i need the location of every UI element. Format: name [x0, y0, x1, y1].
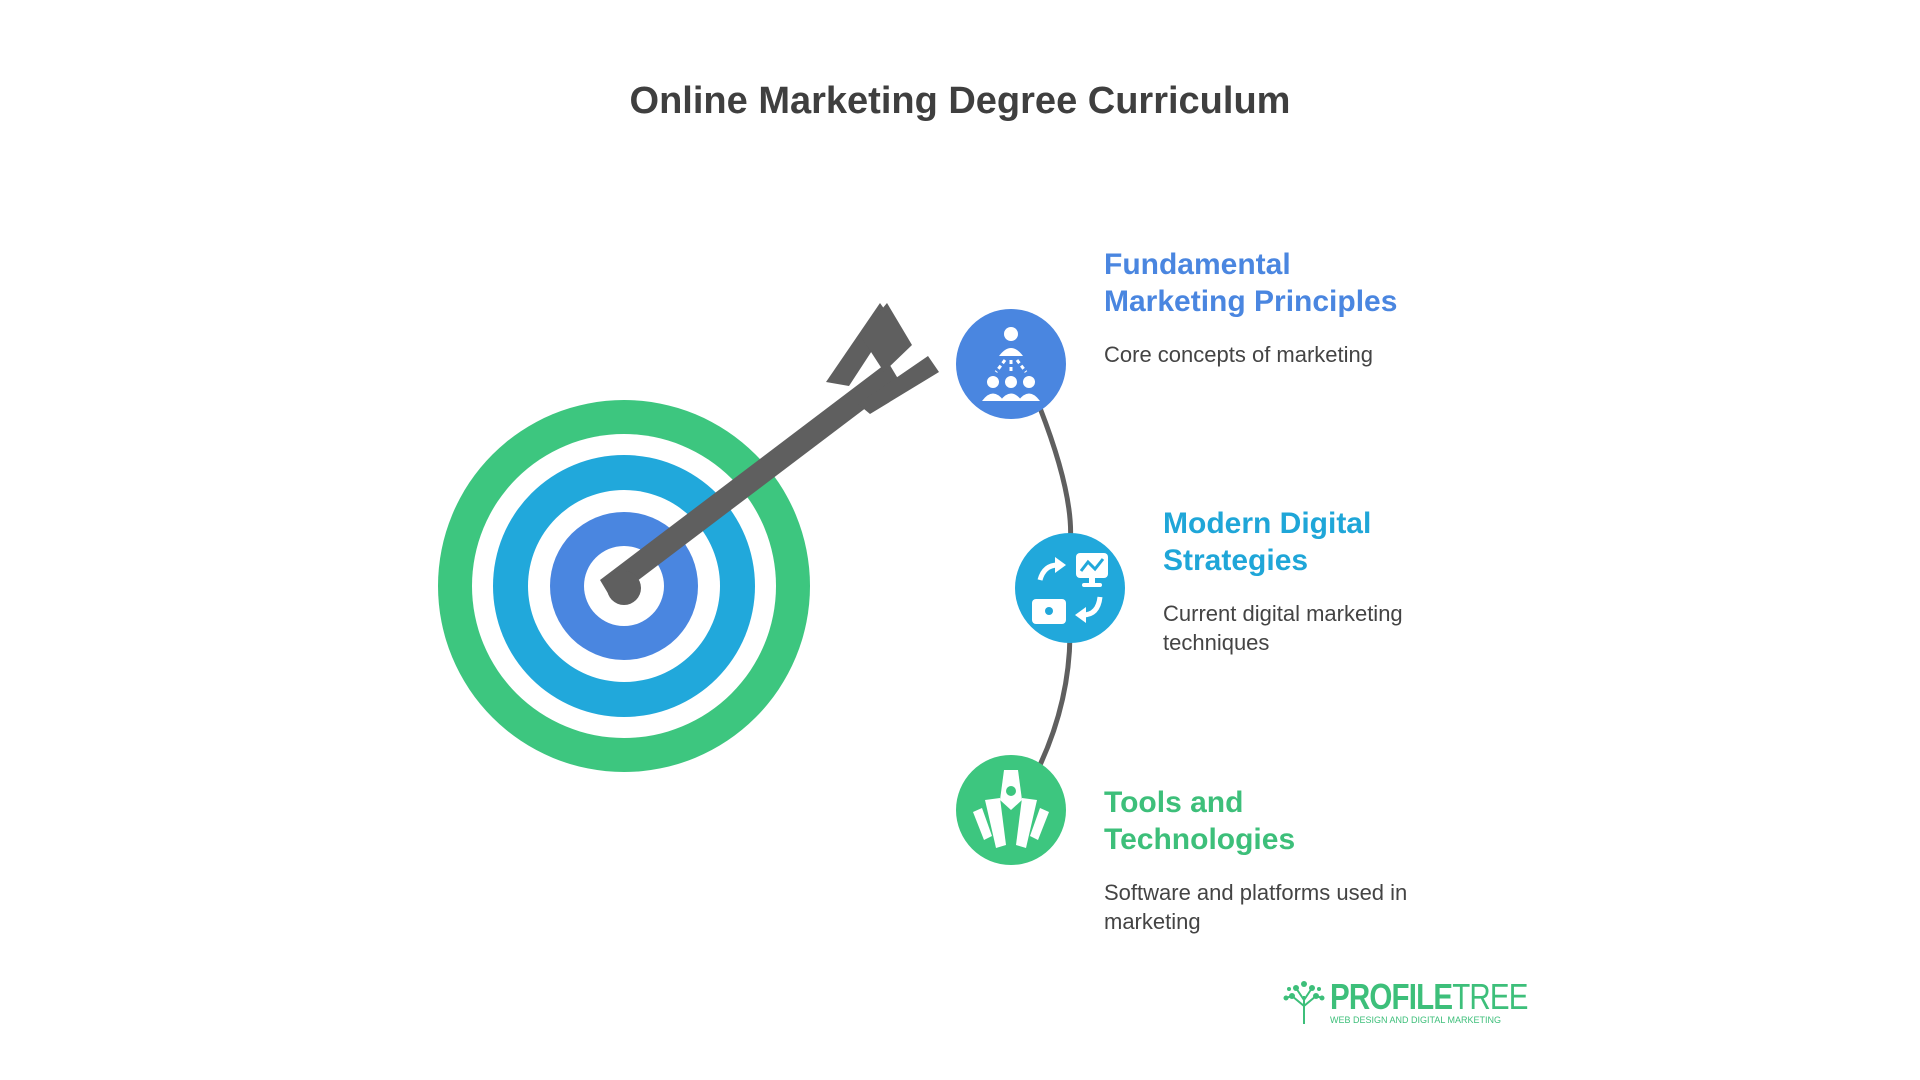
- item-title-line2: Marketing Principles: [1104, 285, 1398, 318]
- curriculum-item-fundamental: Fundamental Marketing Principles Core co…: [1104, 246, 1504, 369]
- curriculum-item-modern-digital: Modern Digital Strategies Current digita…: [1163, 505, 1563, 657]
- logo-name-light: TREE: [1452, 976, 1528, 1017]
- item-title-line2: Strategies: [1163, 544, 1309, 577]
- item-title: Tools and Technologies: [1104, 784, 1504, 858]
- item-title-line2: Technologies: [1104, 823, 1296, 856]
- item-description: Software and platforms used in marketing: [1104, 880, 1408, 934]
- page-title: Online Marketing Degree Curriculum: [629, 80, 1291, 122]
- arrow-icon: [600, 303, 939, 605]
- item-description: Current digital marketing techniques: [1163, 601, 1403, 655]
- item-title: Fundamental Marketing Principles: [1104, 246, 1504, 320]
- digital-strategy-icon: [1015, 533, 1125, 643]
- tree-logo-icon: [1283, 981, 1325, 1024]
- item-title-line1: Modern Digital: [1163, 507, 1372, 540]
- item-description: Core concepts of marketing: [1104, 342, 1374, 367]
- tools-icon: [956, 755, 1066, 865]
- profiletree-logo: PROFILETREE WEB DESIGN AND DIGITAL MARKE…: [1282, 978, 1528, 1026]
- item-title-line1: Fundamental: [1104, 248, 1291, 281]
- logo-name-bold: PROFILE: [1330, 976, 1453, 1017]
- logo-wordmark: PROFILETREE: [1330, 978, 1528, 1016]
- logo-tagline: WEB DESIGN AND DIGITAL MARKETING: [1330, 1015, 1502, 1025]
- item-title: Modern Digital Strategies: [1163, 505, 1563, 579]
- item-title-line1: Tools and: [1104, 786, 1244, 819]
- curriculum-item-tools: Tools and Technologies Software and plat…: [1104, 784, 1504, 936]
- hierarchy-people-icon: [956, 309, 1066, 419]
